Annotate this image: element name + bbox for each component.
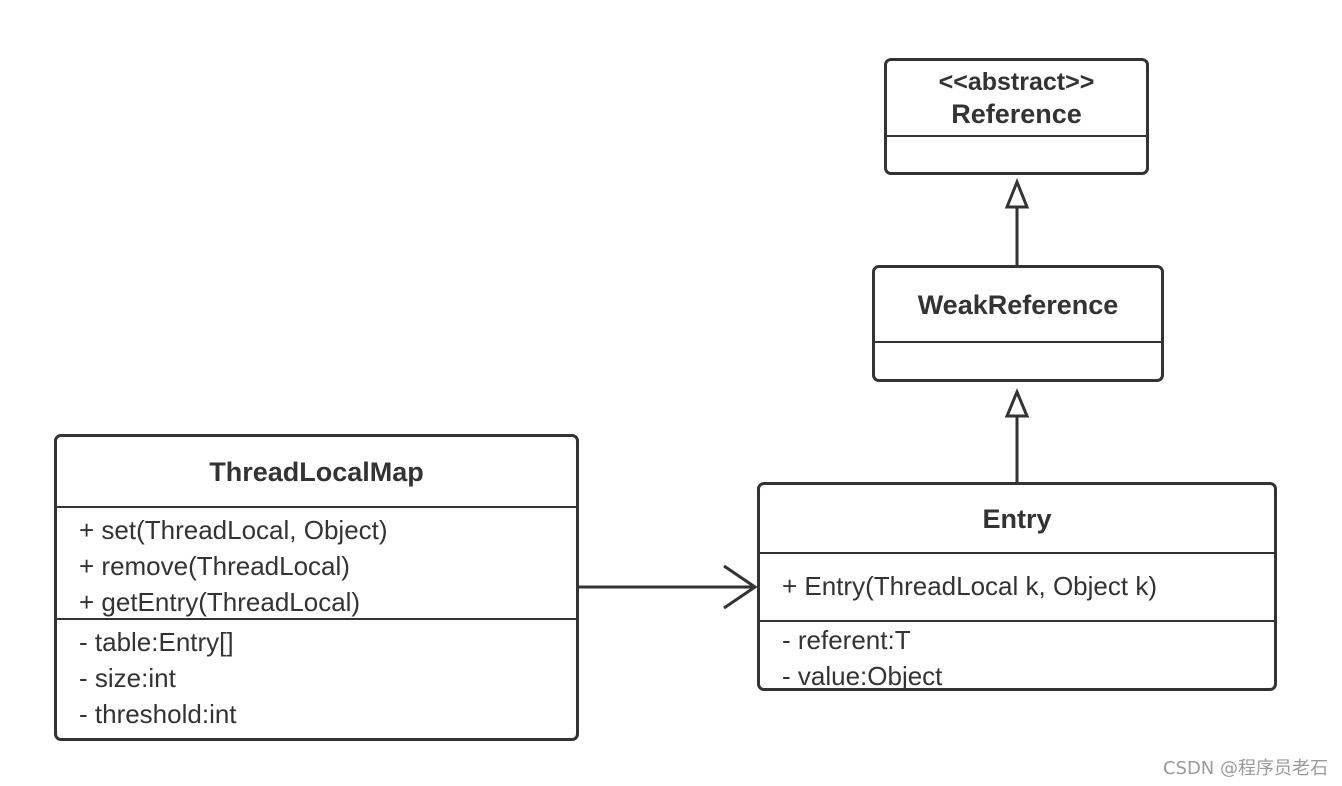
- class-name: ThreadLocalMap: [209, 456, 424, 487]
- watermark-text: CSDN @程序员老石: [1162, 758, 1328, 779]
- class-methods-section: + set(ThreadLocal, Object) + remove(Thre…: [57, 506, 576, 618]
- method-item: + remove(ThreadLocal): [79, 551, 350, 581]
- class-header: WeakReference: [875, 268, 1161, 341]
- class-header: Entry: [760, 485, 1274, 552]
- method-item: + Entry(ThreadLocal k, Object k): [782, 571, 1157, 601]
- field-item: - table:Entry[]: [79, 627, 234, 657]
- field-item: - value:Object: [782, 661, 943, 691]
- class-methods-section: + Entry(ThreadLocal k, Object k): [760, 552, 1274, 620]
- field-item: - referent:T: [782, 625, 911, 655]
- class-entry[interactable]: Entry + Entry(ThreadLocal k, Object k) -…: [757, 482, 1277, 691]
- association-arrowhead-icon: [723, 564, 758, 610]
- class-header: <<abstract>> Reference: [887, 61, 1146, 135]
- method-item: + set(ThreadLocal, Object): [79, 515, 388, 545]
- class-methods-section: [875, 341, 1161, 379]
- generalization-arrowhead-icon: [1004, 388, 1030, 418]
- class-name: Reference: [951, 99, 1082, 129]
- class-stereotype: <<abstract>>: [938, 68, 1095, 96]
- field-item: - size:int: [79, 663, 176, 693]
- generalization-arrowhead-icon: [1004, 177, 1030, 209]
- class-threadlocalmap[interactable]: ThreadLocalMap + set(ThreadLocal, Object…: [54, 434, 579, 741]
- class-name: Entry: [982, 503, 1052, 534]
- class-header: ThreadLocalMap: [57, 437, 576, 506]
- class-weakreference[interactable]: WeakReference: [872, 265, 1164, 382]
- class-name: WeakReference: [917, 289, 1119, 320]
- method-item: + getEntry(ThreadLocal): [79, 587, 361, 617]
- class-methods-section: [887, 135, 1146, 172]
- class-reference[interactable]: <<abstract>> Reference: [884, 58, 1149, 175]
- class-fields-section: - table:Entry[] - size:int - threshold:i…: [57, 618, 576, 738]
- field-item: - threshold:int: [79, 699, 237, 729]
- class-fields-section: - referent:T - value:Object: [760, 620, 1274, 688]
